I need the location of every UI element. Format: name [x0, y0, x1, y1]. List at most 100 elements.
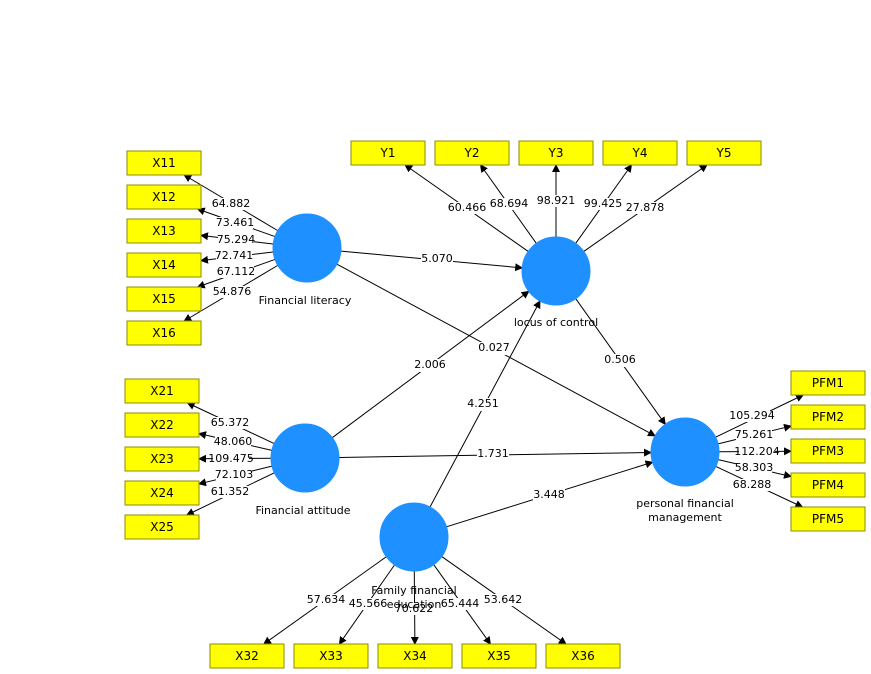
indicator-x22[interactable]: X22 — [124, 412, 200, 438]
indicator-box — [377, 643, 453, 669]
indicator-x16[interactable]: X16 — [126, 320, 202, 346]
loading-value-bg — [350, 598, 386, 610]
indicator-x12[interactable]: X12 — [126, 184, 202, 210]
indicator-x21[interactable]: X21 — [124, 378, 200, 404]
latent-variable-fa[interactable] — [270, 423, 340, 493]
indicator-pfm4[interactable]: PFM4 — [790, 472, 866, 498]
latent-variable-label: Financial attitude — [255, 504, 350, 517]
indicator-label: X11 — [152, 156, 176, 170]
indicator-x32[interactable]: X32 — [209, 643, 285, 669]
indicator-label: Y1 — [380, 146, 396, 160]
latent-variable-lc[interactable] — [521, 236, 591, 306]
indicator-box — [126, 286, 202, 312]
loading-value-x23: 109.475 — [208, 452, 254, 465]
loading-value-x25: 61.352 — [211, 485, 250, 498]
indicator-label: X36 — [571, 649, 595, 663]
indicator-y3[interactable]: Y3 — [518, 140, 594, 166]
latent-variable-label: Family financial — [371, 584, 456, 597]
latent-variable-label: Financial literacy — [259, 294, 352, 307]
indicator-box — [124, 446, 200, 472]
indicator-label: X12 — [152, 190, 176, 204]
indicator-pfm3[interactable]: PFM3 — [790, 438, 866, 464]
latent-variable-circle — [272, 213, 342, 283]
loading-value-bg — [213, 198, 249, 210]
indicator-box — [124, 378, 200, 404]
indicator-box — [790, 472, 866, 498]
indicator-box — [126, 218, 202, 244]
path-coefficient-bg — [421, 253, 453, 266]
indicator-pfm1[interactable]: PFM1 — [790, 370, 866, 396]
indicator-box — [126, 184, 202, 210]
loading-value-x33: 45.566 — [349, 597, 388, 610]
indicator-x36[interactable]: X36 — [545, 643, 621, 669]
indicator-x15[interactable]: X15 — [126, 286, 202, 312]
loading-value-bg — [217, 217, 253, 229]
indicator-label: PFM1 — [812, 376, 844, 390]
loading-value-x21: 65.372 — [211, 416, 250, 429]
indicator-label: Y4 — [632, 146, 648, 160]
latent-variable-circle — [650, 417, 720, 487]
loading-value-bg — [218, 234, 254, 246]
loading-value-x35: 65.444 — [441, 597, 480, 610]
latent-variable-circle — [270, 423, 340, 493]
indicator-x33[interactable]: X33 — [293, 643, 369, 669]
indicator-x13[interactable]: X13 — [126, 218, 202, 244]
loading-value-bg — [734, 410, 770, 422]
indicator-x25[interactable]: X25 — [124, 514, 200, 540]
indicator-label: X32 — [235, 649, 259, 663]
indicator-box — [209, 643, 285, 669]
loading-value-x22: 48.060 — [214, 435, 253, 448]
loading-value-bg — [585, 198, 621, 210]
indicator-y1[interactable]: Y1 — [350, 140, 426, 166]
indicator-box — [126, 150, 202, 176]
latent-variable-pfm[interactable] — [650, 417, 720, 487]
latent-variable-label: education — [387, 598, 442, 611]
indicator-label: PFM4 — [812, 478, 844, 492]
latent-variable-ffe[interactable] — [379, 502, 449, 572]
indicator-pfm5[interactable]: PFM5 — [790, 506, 866, 532]
indicator-x34[interactable]: X34 — [377, 643, 453, 669]
loading-value-bg — [739, 446, 775, 458]
indicator-x35[interactable]: X35 — [461, 643, 537, 669]
loading-value-bg — [213, 453, 249, 465]
loading-value-bg — [212, 486, 248, 498]
path-coefficient-fa-to-pfm: 1.731 — [477, 447, 509, 460]
indicator-label: X16 — [152, 326, 176, 340]
loading-value-pfm5: 68.288 — [733, 478, 772, 491]
indicator-x23[interactable]: X23 — [124, 446, 200, 472]
indicator-y5[interactable]: Y5 — [686, 140, 762, 166]
loading-value-bg — [216, 250, 252, 262]
labels-layer: 5.0700.0272.0061.7314.2513.4480.50664.88… — [208, 194, 780, 615]
indicator-label: Y3 — [548, 146, 564, 160]
loading-value-x15: 67.112 — [217, 265, 256, 278]
path-coefficient-ffe-to-pfm: 3.448 — [533, 488, 565, 501]
indicator-y2[interactable]: Y2 — [434, 140, 510, 166]
indicator-x14[interactable]: X14 — [126, 252, 202, 278]
loading-value-bg — [218, 266, 254, 278]
latent-variable-fl[interactable] — [272, 213, 342, 283]
indicator-pfm2[interactable]: PFM2 — [790, 404, 866, 430]
loading-value-bg — [627, 202, 663, 214]
indicator-label: X23 — [150, 452, 174, 466]
latent-variable-label: locus of control — [514, 316, 598, 329]
loading-value-bg — [491, 198, 527, 210]
path-coefficient-bg — [414, 359, 446, 372]
indicator-x11[interactable]: X11 — [126, 150, 202, 176]
loading-value-x36: 53.642 — [484, 593, 523, 606]
indicator-x24[interactable]: X24 — [124, 480, 200, 506]
indicator-label: PFM3 — [812, 444, 844, 458]
indicator-label: X13 — [152, 224, 176, 238]
loading-value-y4: 99.425 — [584, 197, 623, 210]
indicator-box — [790, 404, 866, 430]
indicator-box — [126, 320, 202, 346]
indicator-label: X22 — [150, 418, 174, 432]
loading-value-bg — [736, 462, 772, 474]
indicator-box — [434, 140, 510, 166]
indicator-box — [126, 252, 202, 278]
loading-value-bg — [449, 202, 485, 214]
indicator-box — [602, 140, 678, 166]
indicator-y4[interactable]: Y4 — [602, 140, 678, 166]
indicator-label: X21 — [150, 384, 174, 398]
path-coefficient-ffe-to-lc: 4.251 — [467, 397, 499, 410]
loading-value-y1: 60.466 — [448, 201, 487, 214]
